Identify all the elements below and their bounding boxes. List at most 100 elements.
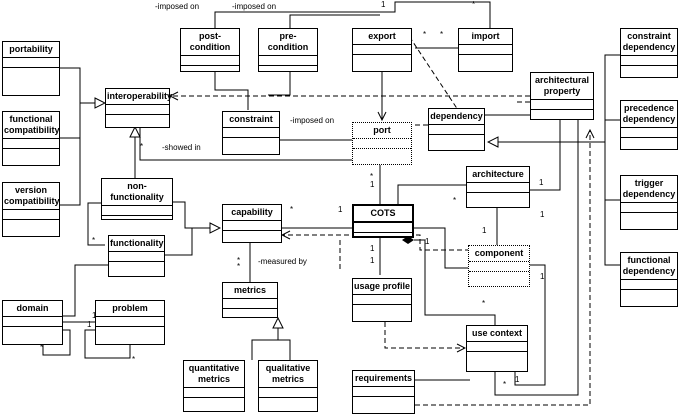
class-cots[interactable]: COTS: [352, 204, 414, 238]
class-component[interactable]: component: [468, 245, 530, 287]
mult-24: *: [40, 343, 44, 352]
showed-in-label: -showed in: [162, 143, 201, 152]
class-trigger-dependency[interactable]: trigger dependency: [620, 175, 678, 230]
class-metrics[interactable]: metrics: [222, 282, 278, 318]
class-architecture[interactable]: architecture: [466, 166, 530, 208]
mult-3: *: [423, 30, 427, 39]
class-name: functionality: [109, 236, 164, 252]
class-constraint-dependency[interactable]: constraint dependency: [620, 28, 678, 78]
class-name: interoperability: [106, 89, 172, 105]
class-name: constraint: [223, 112, 279, 128]
imposed-on-label-1: -imposed on: [155, 2, 200, 11]
class-name: functional compatibility: [3, 112, 60, 139]
pre-constraint: [268, 72, 291, 96]
class-name: architectural property: [531, 73, 593, 100]
mult-25: *: [132, 355, 136, 364]
mult-21: *: [482, 299, 486, 308]
class-name: domain: [3, 301, 62, 317]
class-interoperability[interactable]: interoperability: [105, 88, 172, 128]
mult-23: 1: [87, 320, 92, 329]
class-export[interactable]: export: [352, 28, 412, 72]
mult-26: *: [503, 380, 507, 389]
class-use-context[interactable]: use context: [466, 325, 528, 372]
class-name: metrics: [223, 283, 277, 299]
gen-func-capability: [165, 228, 193, 256]
class-name: port: [353, 123, 411, 139]
measured-by-label: -measured by: [258, 257, 307, 266]
class-precedence-dependency[interactable]: precedence dependency: [620, 100, 678, 150]
class-quantitative-metrics[interactable]: quantitative metrics: [183, 360, 245, 412]
class-problem[interactable]: problem: [95, 300, 165, 345]
class-name: pre-condition: [259, 29, 317, 56]
class-architectural-property[interactable]: architectural property: [530, 72, 594, 120]
gen-constraint-dep: [604, 54, 620, 266]
cots-usecontext: [402, 236, 496, 325]
component-usecontext: [514, 261, 546, 386]
mult-18: *: [237, 256, 241, 265]
class-version-compatibility[interactable]: version compatibility: [2, 182, 60, 237]
dash-export-dependency: [404, 29, 459, 111]
class-name: trigger dependency: [621, 176, 677, 203]
class-name: quantitative metrics: [184, 361, 244, 388]
class-import[interactable]: import: [458, 28, 513, 72]
class-name: architecture: [467, 167, 529, 183]
post-constraint: [214, 72, 249, 110]
class-name: use context: [467, 326, 527, 342]
class-capability[interactable]: capability: [222, 204, 282, 243]
mult-4: *: [440, 30, 444, 39]
class-functional-dependency[interactable]: functional dependency: [620, 252, 678, 307]
gen-portability: [60, 67, 105, 103]
class-name: qualitative metrics: [259, 361, 317, 388]
mult-11: 1: [539, 178, 544, 187]
dash-usage-usecontext: [384, 322, 465, 348]
archprop-usecontext: [494, 120, 579, 396]
class-dependency[interactable]: dependency: [428, 108, 485, 151]
cots-architecture: [394, 184, 466, 216]
class-usage-profile[interactable]: usage profile: [352, 278, 412, 322]
class-non-functionality[interactable]: non-functionality: [101, 178, 173, 220]
mult-13: 1: [540, 210, 545, 219]
mult-2: *: [472, 0, 476, 9]
architecture-archprop: [518, 120, 561, 194]
class-qualitative-metrics[interactable]: qualitative metrics: [258, 360, 318, 412]
func-nonfunc-link: [87, 202, 105, 246]
mult-19: *: [237, 262, 241, 271]
class-port[interactable]: port: [352, 122, 412, 165]
dash-usage-capability: [282, 235, 470, 251]
class-constraint[interactable]: constraint: [222, 111, 280, 155]
mult-12: *: [453, 196, 457, 205]
mult-7: 1: [370, 180, 375, 189]
mult-8: *: [370, 172, 374, 181]
class-domain[interactable]: domain: [2, 300, 63, 345]
class-pre-condition[interactable]: pre-condition: [258, 28, 318, 72]
mult-16: 1: [482, 226, 487, 235]
class-name: non-functionality: [102, 179, 172, 206]
gen-version-compatibility: [60, 138, 81, 206]
class-name: portability: [3, 42, 59, 58]
class-name: functional dependency: [621, 253, 677, 280]
class-name: dependency: [429, 109, 484, 125]
interop-port: [139, 127, 352, 161]
mult-20: 1: [540, 272, 545, 281]
class-name: post-condition: [181, 29, 239, 56]
mult-14: 1: [425, 237, 430, 246]
imposed-on-label-3: -imposed on: [290, 116, 335, 125]
class-name: capability: [223, 205, 281, 221]
gen-functional-compatibility: [60, 103, 81, 139]
class-functional-compatibility[interactable]: functional compatibility: [2, 111, 60, 166]
class-name: import: [459, 29, 512, 45]
gen-metrics-2: [278, 339, 291, 360]
problem-self: [84, 329, 131, 359]
class-name: problem: [96, 301, 164, 317]
class-name: usage profile: [353, 279, 411, 295]
class-requirements[interactable]: requirements: [352, 370, 415, 414]
cots-component: [402, 224, 468, 269]
class-functionality[interactable]: functionality: [108, 235, 165, 277]
class-post-condition[interactable]: post-condition: [180, 28, 240, 72]
class-portability[interactable]: portability: [2, 41, 60, 96]
mult-15: *: [92, 236, 96, 245]
mult-5: *: [140, 142, 144, 151]
mult-10: *: [290, 205, 294, 214]
